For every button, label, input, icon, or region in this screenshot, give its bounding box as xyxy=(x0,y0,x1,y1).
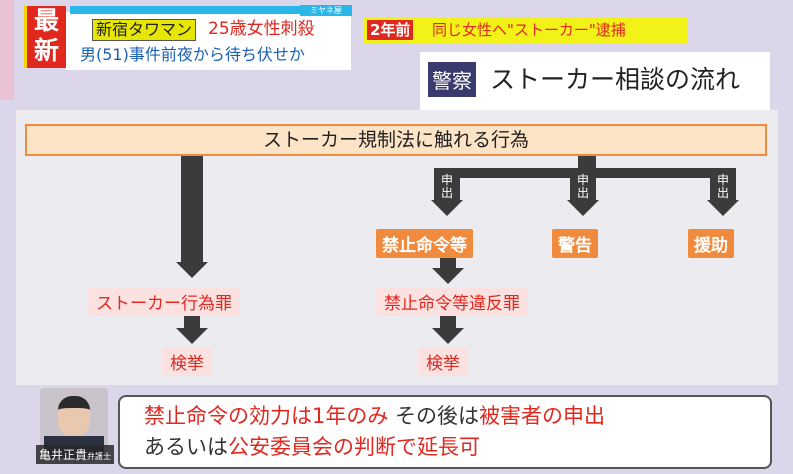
page-title: ストーカー相談の流れ xyxy=(490,65,741,94)
sub-headline-panel xyxy=(364,17,688,43)
headline-top-bar xyxy=(70,6,352,14)
arrow-shaft xyxy=(434,168,460,202)
arrow-head xyxy=(431,200,463,216)
title-panel xyxy=(420,52,770,112)
arrow-head xyxy=(432,328,464,344)
bubble-text: その後は xyxy=(388,404,480,428)
arrow-head xyxy=(432,268,464,284)
arrow-shaft xyxy=(440,316,456,330)
arrow-head xyxy=(176,262,208,278)
side-strip xyxy=(0,0,14,100)
branch-assistance: 援助 xyxy=(688,229,734,258)
arrow-head xyxy=(567,200,599,216)
headline-2: 男(51)事件前夜から待ち伏せか xyxy=(80,45,305,64)
bubble-text: 禁止命令の効力は1年のみ xyxy=(144,404,389,428)
program-logo: ミヤネ屋 xyxy=(300,5,352,16)
breaking-badge: 最新 xyxy=(24,6,66,68)
title-badge: 警察 xyxy=(428,62,476,97)
left-result-box: 検挙 xyxy=(162,347,212,376)
bubble-text: あるいは xyxy=(144,435,228,459)
arrow-shaft xyxy=(184,316,200,330)
arrow-head xyxy=(176,328,208,344)
branch-prohibition: 禁止命令等 xyxy=(376,229,473,258)
headline-1: 25歳女性刺殺 xyxy=(208,19,315,39)
speaker-name-plate: 亀井正貴弁護士 xyxy=(36,445,115,464)
arrow-head xyxy=(707,200,739,216)
comment-bubble: 禁止命令の効力は1年のみ その後は被害者の申出 あるいは公安委員会の判断で延長可 xyxy=(118,395,772,469)
bubble-text: 公安委員会の判断で延長可 xyxy=(228,435,480,459)
mid-result-box: 検挙 xyxy=(418,347,468,376)
flow-top-box: ストーカー規制法に触れる行為 xyxy=(25,124,767,156)
arrow-shaft xyxy=(570,168,596,202)
left-crime-box: ストーカー行為罪 xyxy=(88,287,240,316)
sub-headline-tag: 2年前 xyxy=(367,20,414,40)
bubble-text: 被害者の申出 xyxy=(479,404,606,428)
headline-tag: 新宿タワマン xyxy=(92,19,197,41)
report-label: 申出 xyxy=(440,173,453,200)
arrow-shaft xyxy=(440,258,456,270)
face xyxy=(58,396,90,436)
mid-crime-box: 禁止命令等違反罪 xyxy=(376,287,528,316)
arrow-shaft xyxy=(710,168,736,202)
branch-warning: 警告 xyxy=(552,229,598,258)
arrow-shaft xyxy=(181,156,203,264)
report-label: 申出 xyxy=(716,173,729,200)
speaker-title: 弁護士 xyxy=(87,452,112,461)
speaker-name: 亀井正貴 xyxy=(39,448,88,462)
report-label: 申出 xyxy=(576,173,589,200)
sub-headline: 同じ女性へ"ストーカー"逮捕 xyxy=(432,21,626,39)
